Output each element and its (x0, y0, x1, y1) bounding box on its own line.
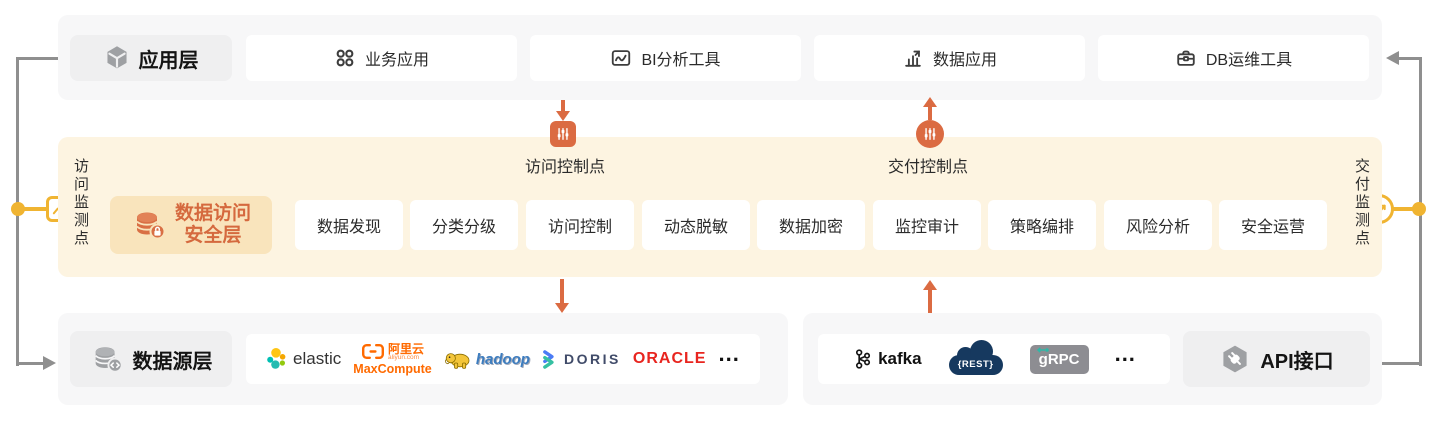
delivery-control-point-label: 交付控制点 (887, 159, 968, 176)
security-layer-title: 数据访问 安全层 (175, 203, 251, 248)
access-source-arrow (560, 279, 564, 304)
aliyun-domain-label: aliyun.com (388, 353, 420, 361)
hadoop-label: hadoop (475, 350, 530, 368)
security-card: 访问控制 (526, 200, 634, 250)
connector-left-top (16, 57, 58, 60)
access-monitor-point-label: 访问监测点 (72, 158, 89, 248)
doris-logo: DORIS (542, 349, 621, 369)
access-flow-arrowhead-icon (556, 111, 570, 121)
hexagon-plug-icon (1223, 345, 1247, 373)
security-card: 风险分析 (1104, 200, 1212, 250)
source-more-dots: ... (718, 341, 740, 366)
security-layer-title-line1: 数据访问 (174, 202, 251, 224)
oracle-logo: ORACLE (632, 350, 707, 367)
rest-cloud-logo: {REST} (948, 340, 1004, 377)
access-flow-arrow (561, 100, 565, 114)
security-layer-title-chip: 数据访问 安全层 (110, 196, 272, 254)
source-layer-title: 数据源层 (132, 350, 213, 373)
access-control-sliders-icon (550, 121, 576, 147)
connector-right-bottom (1382, 362, 1422, 365)
aliyun-label: 阿里云 (388, 341, 425, 356)
delivery-control-sliders-icon (916, 120, 944, 148)
grpc-label: gRPC (1038, 350, 1080, 368)
app-card-label: 业务应用 (364, 52, 429, 69)
delivery-monitor-line (1392, 207, 1421, 211)
access-control-point-label: 访问控制点 (524, 159, 605, 176)
delivery-source-arrow (928, 289, 932, 313)
app-card-data-app: 数据应用 (814, 35, 1085, 81)
doris-chevron-icon (543, 349, 554, 369)
toolbox-icon (1177, 50, 1195, 66)
cloud-icon (948, 355, 1003, 375)
delivery-flow-arrowhead-icon (923, 97, 937, 107)
app-card-bi: BI分析工具 (530, 35, 801, 81)
delivery-monitor-point-label: 交付监测点 (1353, 158, 1370, 248)
access-source-arrowhead-icon (555, 303, 569, 313)
security-layer-title-line2: 安全层 (184, 225, 242, 246)
security-card: 动态脱敏 (642, 200, 750, 250)
app-card-label: DB运维工具 (1205, 52, 1293, 69)
apps-grid-icon (336, 49, 354, 67)
kafka-logo: kafka (852, 348, 922, 370)
security-card: 数据加密 (757, 200, 865, 250)
grpc-arrow-icon (1036, 346, 1049, 353)
doris-label: DORIS (564, 351, 621, 367)
aliyun-bracket-icon (362, 344, 385, 360)
app-card-business: 业务应用 (246, 35, 517, 81)
source-logos-card: elastic 阿里云 aliyun.com MaxCompute hadoop… (246, 334, 760, 384)
app-card-label: BI分析工具 (641, 52, 721, 69)
delivery-source-arrowhead-icon (923, 280, 937, 290)
app-layer-title-chip: 应用层 (70, 35, 232, 81)
app-layer-title: 应用层 (138, 49, 199, 72)
bar-chart-arrow-icon (905, 50, 921, 67)
security-card: 监控审计 (873, 200, 981, 250)
delivery-more-dots: ... (1114, 341, 1136, 366)
access-monitor-line (17, 207, 48, 211)
connector-right-top (1398, 57, 1422, 60)
hadoop-logo: hadoop (444, 350, 530, 369)
security-card: 分类分级 (410, 200, 518, 250)
security-card: 数据发现 (295, 200, 403, 250)
elastic-label: elastic (293, 349, 342, 368)
elastic-logo: elastic (266, 347, 341, 371)
rest-label: {REST} (957, 359, 994, 370)
kafka-icon (856, 349, 871, 369)
api-title: API接口 (1260, 350, 1334, 373)
kafka-label: kafka (878, 349, 922, 368)
connector-left-bottom (16, 362, 44, 365)
connector-right-arrowhead-icon (1386, 51, 1399, 65)
hexagon-cube-icon (106, 46, 127, 69)
connector-left-arrowhead-icon (43, 356, 56, 370)
hadoop-elephant-icon (444, 352, 470, 369)
delivery-flow-arrow (928, 106, 932, 120)
elastic-cluster-icon (267, 348, 286, 369)
database-code-icon (94, 347, 123, 373)
database-lock-icon (136, 212, 166, 240)
source-layer-title-chip: 数据源层 (70, 331, 232, 387)
app-card-label: 数据应用 (932, 52, 997, 69)
app-card-db-ops: DB运维工具 (1098, 35, 1369, 81)
grpc-logo: gRPC (1029, 344, 1089, 374)
delivery-logos-card: kafka {REST} gRPC ... (818, 334, 1170, 384)
security-card: 策略编排 (988, 200, 1096, 250)
bi-chart-window-icon (612, 50, 631, 66)
api-title-chip: API接口 (1183, 331, 1370, 387)
security-card: 安全运营 (1219, 200, 1327, 250)
maxcompute-label: MaxCompute (353, 362, 432, 376)
aliyun-maxcompute-logo: 阿里云 aliyun.com MaxCompute (353, 343, 431, 376)
